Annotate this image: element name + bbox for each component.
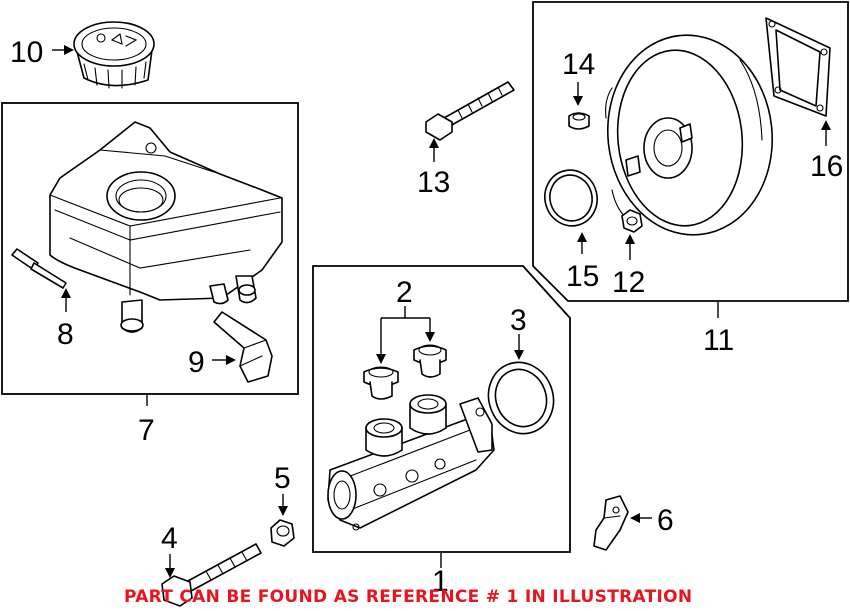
part-14-spacer[interactable] xyxy=(568,112,590,130)
callout-4: 4 xyxy=(161,522,178,555)
callout-5: 5 xyxy=(274,462,291,495)
part-2-grommets[interactable] xyxy=(363,344,447,400)
callout-1: 1 xyxy=(432,565,449,598)
part-3-seal-ring[interactable] xyxy=(479,353,564,443)
callout-2: 2 xyxy=(396,276,413,309)
callout-12: 12 xyxy=(612,266,645,299)
callout-16: 16 xyxy=(810,150,843,183)
part-12-nut[interactable] xyxy=(621,209,643,233)
callout-3: 3 xyxy=(510,304,527,337)
callout-8: 8 xyxy=(57,318,74,351)
callout-10: 10 xyxy=(10,36,43,69)
callout-13: 13 xyxy=(417,166,450,199)
part-8-sensor-pin[interactable] xyxy=(11,248,67,289)
leader-lines xyxy=(52,45,831,578)
callout-labels: 10 8 9 7 2 3 13 14 15 12 16 11 5 4 6 1 xyxy=(10,36,843,598)
brake-booster-group-box xyxy=(532,1,849,302)
part-1-master-cylinder[interactable] xyxy=(327,394,495,531)
part-16-gasket[interactable] xyxy=(765,17,831,117)
part-11-brake-booster[interactable] xyxy=(598,27,782,243)
callout-6: 6 xyxy=(657,504,674,537)
reference-note: PART CAN BE FOUND AS REFERENCE # 1 IN IL… xyxy=(124,587,692,607)
part-13-bolt[interactable] xyxy=(425,81,515,141)
part-7-brake-fluid-reservoir[interactable] xyxy=(49,121,283,333)
reservoir-group-box xyxy=(1,102,299,395)
callout-14: 14 xyxy=(562,48,595,81)
part-15-seal-ring[interactable] xyxy=(539,164,604,232)
part-10-reservoir-cap[interactable] xyxy=(73,21,155,89)
master-cylinder-group-box xyxy=(312,265,571,553)
part-9-bracket[interactable] xyxy=(213,311,273,383)
callout-7: 7 xyxy=(138,414,155,447)
callout-9: 9 xyxy=(188,346,205,379)
part-6-bracket[interactable] xyxy=(593,495,629,551)
part-4-long-bolt[interactable] xyxy=(161,543,262,607)
part-5-nut[interactable] xyxy=(270,519,295,547)
callout-15: 15 xyxy=(566,260,599,293)
callout-11: 11 xyxy=(703,324,734,357)
